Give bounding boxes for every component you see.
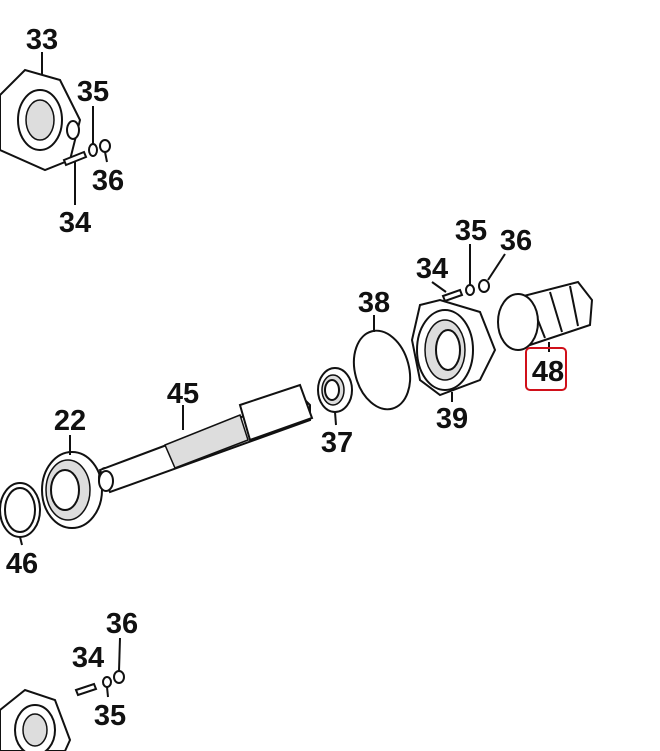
label-34[interactable]: 34 (59, 207, 91, 239)
label-36[interactable]: 36 (500, 225, 532, 257)
label-36[interactable]: 36 (92, 165, 124, 197)
part-46-ring[interactable] (0, 482, 41, 538)
part-35-washer-b[interactable] (465, 284, 475, 296)
label-38[interactable]: 38 (358, 287, 390, 319)
label-45[interactable]: 45 (167, 378, 199, 410)
part-33-cover[interactable] (0, 68, 82, 172)
label-35[interactable]: 35 (455, 215, 487, 247)
part-36-nut-a[interactable] (99, 139, 111, 153)
selected-part-highlight (525, 347, 567, 391)
label-37[interactable]: 37 (321, 427, 353, 459)
part-45-shaft[interactable] (98, 383, 314, 494)
label-46[interactable]: 46 (6, 548, 38, 580)
part-35-washer-a[interactable] (88, 143, 98, 157)
label-48[interactable]: 48 (532, 356, 564, 388)
part-36-nut-c[interactable] (113, 670, 125, 684)
part-38-o-ring[interactable] (346, 324, 419, 415)
part-35-washer-c[interactable] (102, 676, 112, 688)
label-34[interactable]: 34 (72, 642, 104, 674)
part-cover-bottom[interactable] (0, 688, 72, 751)
part-36-nut-b[interactable] (478, 279, 490, 293)
label-34[interactable]: 34 (416, 253, 448, 285)
part-34-stud-c[interactable] (74, 682, 98, 697)
part-34-stud-b[interactable] (441, 288, 464, 303)
label-35[interactable]: 35 (77, 76, 109, 108)
part-22-bearing[interactable] (41, 451, 112, 529)
part-39-housing[interactable] (410, 298, 497, 397)
part-34-stud-a[interactable] (62, 150, 88, 167)
label-35[interactable]: 35 (94, 700, 126, 732)
label-36[interactable]: 36 (106, 608, 138, 640)
part-37-seal[interactable] (317, 367, 353, 413)
label-22[interactable]: 22 (54, 405, 86, 437)
label-39[interactable]: 39 (436, 403, 468, 435)
part-48-filter[interactable] (497, 280, 594, 351)
label-33[interactable]: 33 (26, 24, 58, 56)
